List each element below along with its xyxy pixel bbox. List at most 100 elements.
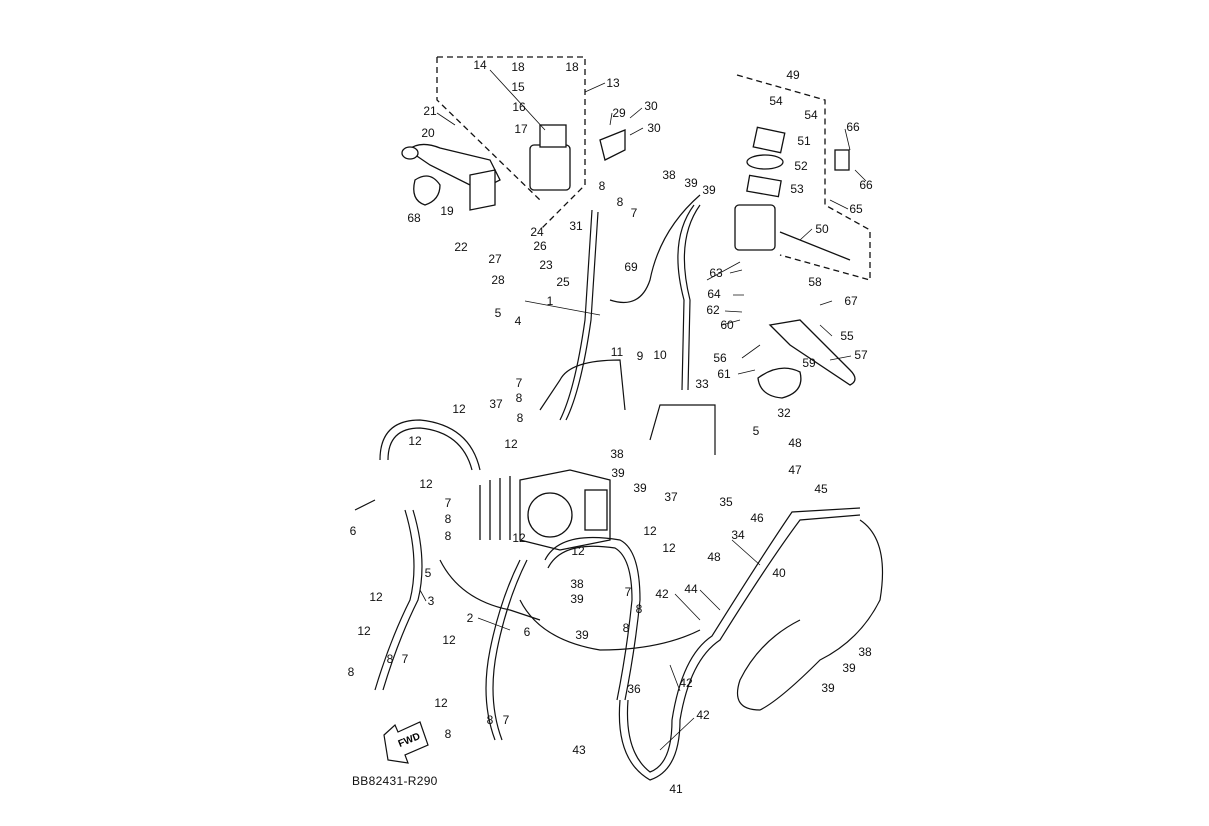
part-callout-52[interactable]: 52: [794, 159, 808, 173]
part-callout-5[interactable]: 5: [424, 566, 432, 580]
part-callout-12[interactable]: 12: [662, 541, 676, 555]
part-callout-29[interactable]: 29: [612, 106, 626, 120]
part-callout-46[interactable]: 46: [750, 511, 764, 525]
part-callout-9[interactable]: 9: [636, 349, 644, 363]
part-callout-47[interactable]: 47: [788, 463, 802, 477]
part-callout-38[interactable]: 38: [662, 168, 676, 182]
part-callout-39[interactable]: 39: [821, 681, 835, 695]
part-callout-48[interactable]: 48: [788, 436, 802, 450]
part-callout-6[interactable]: 6: [349, 524, 357, 538]
part-callout-41[interactable]: 41: [669, 782, 683, 796]
part-callout-24[interactable]: 24: [530, 225, 544, 239]
part-callout-12[interactable]: 12: [504, 437, 518, 451]
part-callout-55[interactable]: 55: [840, 329, 854, 343]
part-callout-33[interactable]: 33: [695, 377, 709, 391]
part-callout-8[interactable]: 8: [444, 512, 452, 526]
part-callout-8[interactable]: 8: [622, 621, 630, 635]
part-callout-6[interactable]: 6: [523, 625, 531, 639]
part-callout-38[interactable]: 38: [858, 645, 872, 659]
part-callout-7[interactable]: 7: [401, 652, 409, 666]
part-callout-8[interactable]: 8: [516, 411, 524, 425]
part-callout-8[interactable]: 8: [486, 713, 494, 727]
part-callout-10[interactable]: 10: [653, 348, 667, 362]
part-callout-59[interactable]: 59: [802, 356, 816, 370]
part-callout-8[interactable]: 8: [444, 529, 452, 543]
part-callout-34[interactable]: 34: [731, 528, 745, 542]
part-callout-66[interactable]: 66: [846, 120, 860, 134]
part-callout-39[interactable]: 39: [684, 176, 698, 190]
part-callout-28[interactable]: 28: [491, 273, 505, 287]
part-callout-7[interactable]: 7: [515, 376, 523, 390]
part-callout-22[interactable]: 22: [454, 240, 468, 254]
part-callout-25[interactable]: 25: [556, 275, 570, 289]
part-callout-7[interactable]: 7: [502, 713, 510, 727]
part-callout-18[interactable]: 18: [511, 60, 525, 74]
part-callout-12[interactable]: 12: [369, 590, 383, 604]
part-callout-61[interactable]: 61: [717, 367, 731, 381]
part-callout-54[interactable]: 54: [804, 108, 818, 122]
part-callout-5[interactable]: 5: [752, 424, 760, 438]
part-callout-8[interactable]: 8: [386, 652, 394, 666]
part-callout-49[interactable]: 49: [786, 68, 800, 82]
part-callout-42[interactable]: 42: [679, 676, 693, 690]
part-callout-43[interactable]: 43: [572, 743, 586, 757]
part-callout-57[interactable]: 57: [854, 348, 868, 362]
part-callout-38[interactable]: 38: [610, 447, 624, 461]
part-callout-8[interactable]: 8: [444, 727, 452, 741]
part-callout-17[interactable]: 17: [514, 122, 528, 136]
part-callout-35[interactable]: 35: [719, 495, 733, 509]
part-callout-23[interactable]: 23: [539, 258, 553, 272]
part-callout-65[interactable]: 65: [849, 202, 863, 216]
part-callout-53[interactable]: 53: [790, 182, 804, 196]
part-callout-3[interactable]: 3: [427, 594, 435, 608]
part-callout-7[interactable]: 7: [624, 585, 632, 599]
part-callout-66[interactable]: 66: [859, 178, 873, 192]
part-callout-1[interactable]: 1: [546, 294, 554, 308]
part-callout-39[interactable]: 39: [570, 592, 584, 606]
part-callout-20[interactable]: 20: [421, 126, 435, 140]
part-callout-12[interactable]: 12: [571, 544, 585, 558]
part-callout-2[interactable]: 2: [466, 611, 474, 625]
part-callout-12[interactable]: 12: [452, 402, 466, 416]
part-callout-8[interactable]: 8: [598, 179, 606, 193]
part-callout-68[interactable]: 68: [407, 211, 421, 225]
part-callout-19[interactable]: 19: [440, 204, 454, 218]
part-callout-38[interactable]: 38: [570, 577, 584, 591]
part-callout-8[interactable]: 8: [515, 391, 523, 405]
part-callout-69[interactable]: 69: [624, 260, 638, 274]
part-callout-7[interactable]: 7: [630, 206, 638, 220]
part-callout-27[interactable]: 27: [488, 252, 502, 266]
part-callout-39[interactable]: 39: [633, 481, 647, 495]
part-callout-30[interactable]: 30: [644, 99, 658, 113]
part-callout-39[interactable]: 39: [575, 628, 589, 642]
part-callout-67[interactable]: 67: [844, 294, 858, 308]
part-callout-63[interactable]: 63: [709, 266, 723, 280]
part-callout-39[interactable]: 39: [842, 661, 856, 675]
part-callout-11[interactable]: 11: [610, 345, 624, 359]
part-callout-37[interactable]: 37: [489, 397, 503, 411]
part-callout-39[interactable]: 39: [611, 466, 625, 480]
part-callout-8[interactable]: 8: [347, 665, 355, 679]
part-callout-12[interactable]: 12: [512, 531, 526, 545]
part-callout-54[interactable]: 54: [769, 94, 783, 108]
part-callout-12[interactable]: 12: [357, 624, 371, 638]
part-callout-64[interactable]: 64: [707, 287, 721, 301]
part-callout-51[interactable]: 51: [797, 134, 811, 148]
part-callout-12[interactable]: 12: [434, 696, 448, 710]
part-callout-45[interactable]: 45: [814, 482, 828, 496]
part-callout-31[interactable]: 31: [569, 219, 583, 233]
part-callout-37[interactable]: 37: [664, 490, 678, 504]
part-callout-42[interactable]: 42: [655, 587, 669, 601]
part-callout-14[interactable]: 14: [473, 58, 487, 72]
part-callout-30[interactable]: 30: [647, 121, 661, 135]
part-callout-32[interactable]: 32: [777, 406, 791, 420]
part-callout-7[interactable]: 7: [444, 496, 452, 510]
part-callout-39[interactable]: 39: [702, 183, 716, 197]
part-callout-12[interactable]: 12: [643, 524, 657, 538]
part-callout-50[interactable]: 50: [815, 222, 829, 236]
part-callout-4[interactable]: 4: [514, 314, 522, 328]
part-callout-12[interactable]: 12: [419, 477, 433, 491]
part-callout-12[interactable]: 12: [408, 434, 422, 448]
part-callout-13[interactable]: 13: [606, 76, 620, 90]
part-callout-40[interactable]: 40: [772, 566, 786, 580]
